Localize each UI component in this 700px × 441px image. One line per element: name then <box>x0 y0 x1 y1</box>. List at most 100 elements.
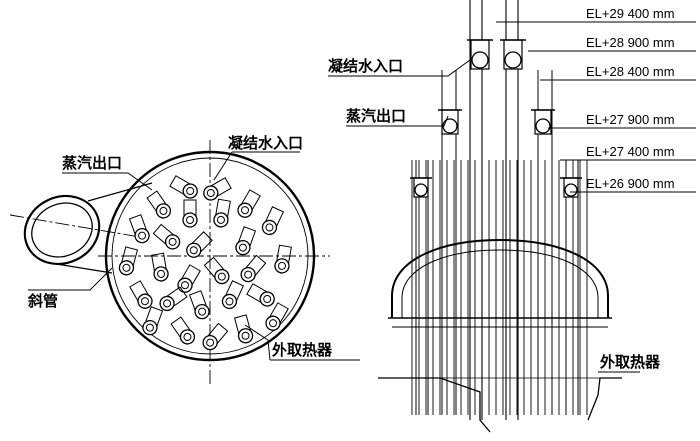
tube-core <box>181 281 189 290</box>
tube-core <box>269 319 277 328</box>
tube-core <box>217 272 226 281</box>
tube-bundle <box>240 254 267 283</box>
tube-core <box>138 231 147 240</box>
tube-ring <box>177 277 193 293</box>
tube-bundle <box>182 199 198 228</box>
tube-bundle <box>169 175 198 199</box>
vessel-skirt <box>378 377 622 433</box>
elevation-label: EL+27 400 mm <box>586 144 675 159</box>
tube-ring <box>182 212 198 228</box>
tube-core <box>186 216 194 224</box>
elevation-label: EL+28 900 mm <box>586 35 675 50</box>
tube-ring <box>203 185 219 201</box>
label-el-condensate-inlet: 凝结水入口 <box>328 57 403 75</box>
label-el-external-heat-remover: 外取热器 <box>599 353 661 371</box>
vessel-dome <box>388 238 612 328</box>
tube-ring <box>142 319 158 336</box>
tube-core <box>183 332 192 341</box>
label-inclined-pipe: 斜管 <box>27 292 58 310</box>
tube-ring <box>155 203 172 219</box>
tube-ring <box>213 212 229 228</box>
nozzle <box>531 109 555 135</box>
tube-bundle <box>233 314 254 344</box>
nozzle-group <box>410 39 582 198</box>
label-steam-outlet: 蒸汽出口 <box>62 154 122 172</box>
leader-steam-outlet <box>62 172 153 191</box>
tube-ring <box>274 258 290 274</box>
nozzle <box>467 39 493 70</box>
nozzle-ring <box>414 183 428 197</box>
tube-ring <box>265 315 281 331</box>
tube-bundle <box>159 286 188 312</box>
tube-core <box>241 331 250 340</box>
tube-core <box>189 246 198 255</box>
tube-core <box>206 338 215 347</box>
tube-bundle <box>261 206 285 236</box>
tube-core <box>122 263 131 272</box>
tube-core <box>238 243 247 252</box>
nozzle <box>438 109 462 135</box>
tube-ring <box>134 227 150 244</box>
tube-ring <box>259 291 275 307</box>
tube-bundle <box>188 290 210 320</box>
tube-ring <box>221 293 238 310</box>
tube-core <box>216 215 225 224</box>
tube-bundle <box>146 190 172 219</box>
tube-bundle <box>118 246 139 276</box>
tube-ring <box>235 239 251 256</box>
tube-core <box>145 323 154 332</box>
tube-ring <box>186 242 202 258</box>
nozzle <box>410 177 432 198</box>
vertical-tubes <box>411 0 588 420</box>
tube-bundle <box>274 244 292 274</box>
elevation-guides <box>496 21 696 193</box>
tube-bundle <box>177 264 201 293</box>
tube-core <box>263 295 272 303</box>
tube-bundle <box>128 214 150 244</box>
elevation-label: EL+29 400 mm <box>586 6 675 21</box>
tube-ring <box>153 266 169 282</box>
tube-core <box>186 187 195 195</box>
tube-core <box>159 206 168 215</box>
leader-el-condensate <box>328 59 471 77</box>
plan-leaders <box>28 151 360 361</box>
tube-bundle <box>246 283 275 307</box>
nozzle <box>500 39 526 70</box>
elevation-label: EL+26 900 mm <box>586 176 675 191</box>
tube-ring <box>237 202 253 218</box>
tube-bundle <box>221 280 245 310</box>
tube-ring <box>164 234 181 250</box>
tube-core <box>277 261 286 270</box>
tube-core <box>241 206 249 215</box>
elevation-view <box>378 0 696 433</box>
tube-ring <box>182 183 198 199</box>
leader-inclined-pipe <box>28 267 113 291</box>
tube-bundle-group <box>118 175 292 351</box>
leader-el-steam <box>346 115 449 127</box>
tube-core <box>163 299 172 308</box>
tube-ring <box>179 329 196 345</box>
tube-bundle <box>237 189 261 218</box>
tube-core <box>141 297 149 306</box>
elevation-label: EL+28 400 mm <box>586 64 675 79</box>
tube-core <box>225 297 234 306</box>
tube-ring <box>261 219 278 236</box>
tube-ring <box>137 293 153 309</box>
tube-ring <box>237 328 254 344</box>
tube-core <box>265 223 274 232</box>
tube-ring <box>240 266 256 283</box>
tube-core <box>198 307 207 316</box>
tube-ring <box>159 295 175 312</box>
nozzle-ring <box>442 118 458 134</box>
inclined-pipe <box>9 182 153 274</box>
leader-heat-remover <box>244 324 271 361</box>
tube-bundle <box>170 316 196 345</box>
nozzle-ring <box>564 183 578 197</box>
tube-bundle <box>142 306 164 336</box>
tube-bundle <box>203 177 232 201</box>
tube-bundle <box>151 252 169 282</box>
label-condensate-inlet: 凝结水入口 <box>228 134 303 152</box>
tube-ring <box>202 334 218 351</box>
label-el-steam-outlet: 蒸汽出口 <box>346 107 406 125</box>
